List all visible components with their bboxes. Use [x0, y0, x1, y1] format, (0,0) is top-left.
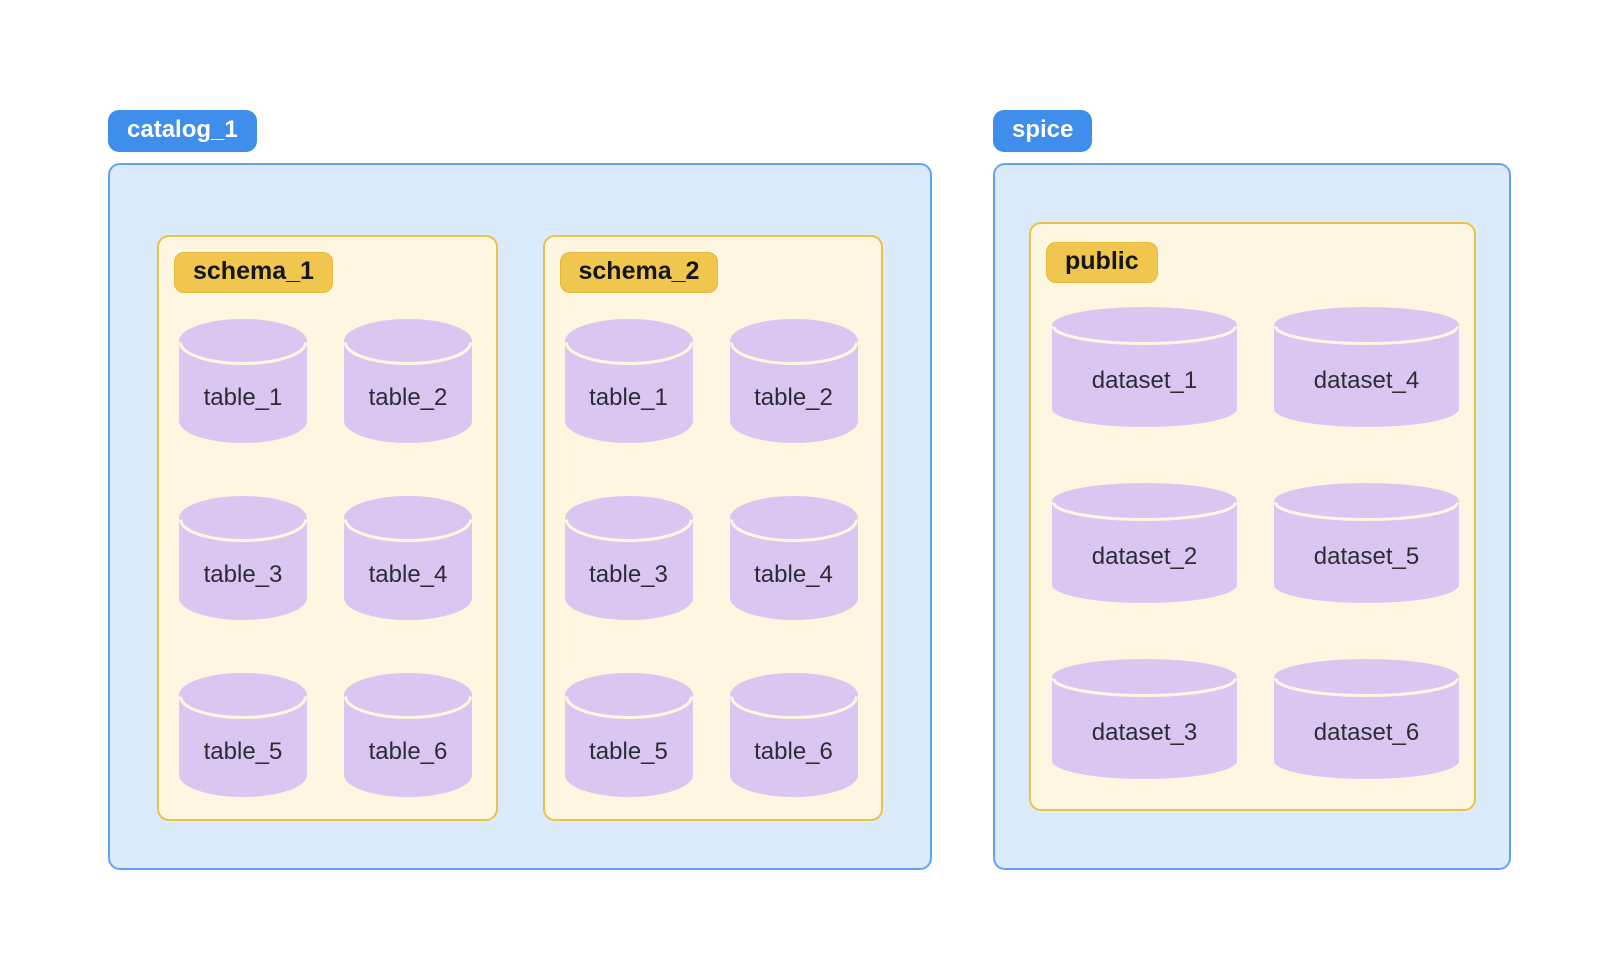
table-node: table_1: [179, 319, 307, 443]
table-label: table_3: [589, 561, 668, 589]
database-cylinder-icon: [1274, 483, 1459, 603]
schema_1-badge: schema_1: [174, 252, 333, 293]
dataset-node: dataset_4: [1274, 307, 1459, 427]
dataset-node: dataset_1: [1052, 307, 1237, 427]
table-node: table_3: [179, 496, 307, 620]
database-cylinder-icon: [179, 496, 307, 620]
table-label: table_5: [203, 738, 283, 766]
table-node: table_4: [729, 496, 858, 620]
database-cylinder-icon: [729, 496, 858, 620]
database-cylinder-icon: [1052, 659, 1237, 779]
dataset-label: dataset_2: [1091, 543, 1198, 571]
table-label: table_5: [589, 738, 668, 766]
table-node: table_1: [564, 319, 693, 443]
table-label: table_3: [203, 561, 283, 589]
database-cylinder-icon: [729, 673, 858, 797]
schema_2-items-grid: table_1 table_2 table_3 table_4 table_5 table…: [564, 319, 867, 797]
dataset-node: dataset_2: [1052, 483, 1237, 603]
public-badge: public: [1046, 242, 1158, 283]
database-cylinder-icon: [344, 496, 472, 620]
dataset-label: dataset_3: [1091, 719, 1198, 747]
dataset-label: dataset_6: [1313, 719, 1420, 747]
database-cylinder-icon: [1052, 483, 1237, 603]
database-cylinder-icon: [179, 319, 307, 443]
spice-badge: spice: [993, 110, 1093, 152]
table-node: table_2: [344, 319, 472, 443]
database-cylinder-icon: [564, 319, 693, 443]
database-cylinder-icon: [344, 673, 472, 797]
dataset-label: dataset_5: [1313, 543, 1420, 571]
table-node: table_6: [729, 673, 858, 797]
schema_2-badge: schema_2: [559, 252, 719, 293]
table-node: table_5: [179, 673, 307, 797]
dataset-label: dataset_4: [1313, 367, 1420, 395]
database-cylinder-icon: [1274, 307, 1459, 427]
dataset-node: dataset_6: [1274, 659, 1459, 779]
table-node: table_3: [564, 496, 693, 620]
database-cylinder-icon: [1052, 307, 1237, 427]
catalog_1-badge: catalog_1: [108, 110, 257, 152]
table-label: table_2: [368, 384, 448, 412]
database-cylinder-icon: [729, 319, 858, 443]
table-label: table_4: [754, 561, 833, 589]
table-label: table_1: [203, 384, 283, 412]
dataset-node: dataset_5: [1274, 483, 1459, 603]
database-cylinder-icon: [564, 496, 693, 620]
table-label: table_2: [754, 384, 833, 412]
dataset-label: dataset_1: [1091, 367, 1198, 395]
table-label: table_6: [754, 738, 833, 766]
table-node: table_6: [344, 673, 472, 797]
table-node: table_5: [564, 673, 693, 797]
database-cylinder-icon: [179, 673, 307, 797]
database-cylinder-icon: [564, 673, 693, 797]
table-label: table_1: [589, 384, 668, 412]
schema_1-items-grid: table_1 table_2 table_3 table_4 table_5 table…: [179, 319, 481, 797]
database-cylinder-icon: [344, 319, 472, 443]
table-label: table_4: [368, 561, 448, 589]
database-cylinder-icon: [1274, 659, 1459, 779]
table-node: table_2: [729, 319, 858, 443]
dataset-node: dataset_3: [1052, 659, 1237, 779]
table-node: table_4: [344, 496, 472, 620]
table-label: table_6: [368, 738, 448, 766]
